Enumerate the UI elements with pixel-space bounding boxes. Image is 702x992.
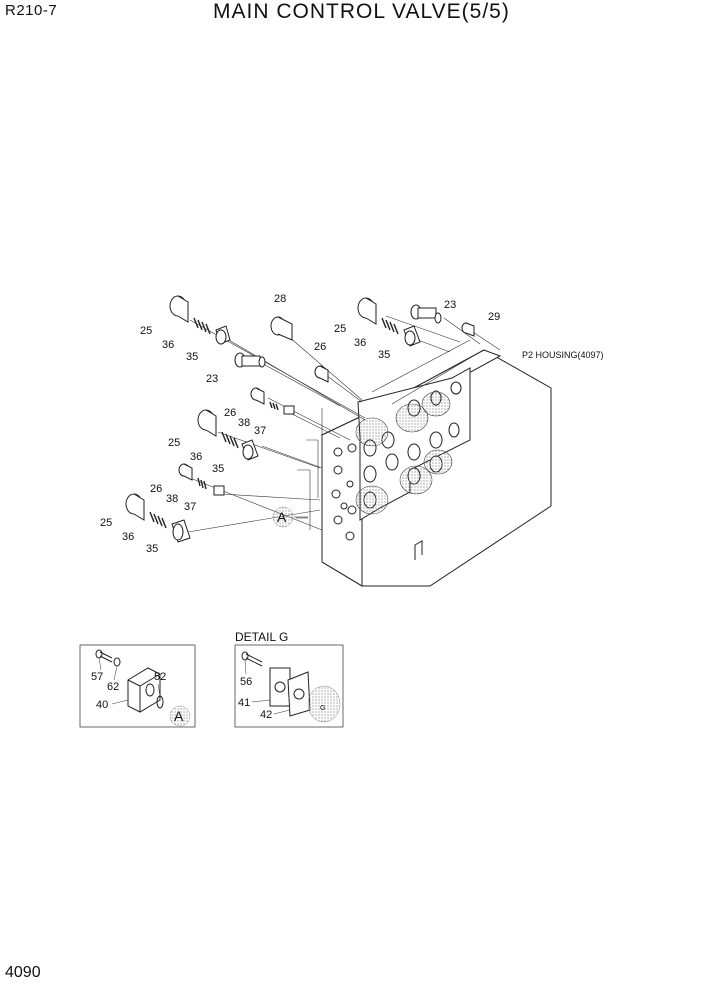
callout-52: 52 [154,671,166,683]
detail-a-letter: A [277,509,287,525]
callout-25d: 25 [100,517,112,529]
callout-labels: 28 25 36 35 23 26 23 25 36 35 29 26 38 3… [100,293,604,555]
callout-36: 36 [162,339,174,351]
housing-label: P2 HOUSING(4097) [522,350,604,360]
model-code: R210-7 [5,2,58,19]
page-title: MAIN CONTROL VALVE(5/5) [213,0,510,23]
gasket-areas [355,391,453,515]
callout-26b: 26 [224,407,236,419]
callout-38: 38 [238,417,250,429]
callout-41: 41 [238,697,250,709]
callout-42: 42 [260,709,272,721]
callout-25: 25 [140,325,152,337]
detail-g-inset: DETAIL G G 56 41 42 [234,630,344,728]
callout-38b: 38 [166,493,178,505]
callout-35b: 35 [378,349,390,361]
callout-36b: 36 [354,337,366,349]
callout-28: 28 [274,293,286,305]
callout-23b: 23 [444,299,456,311]
callout-26c: 26 [150,483,162,495]
detail-a-marker-letter: A [174,708,184,724]
callout-35d: 35 [146,543,158,555]
callout-35c: 35 [212,463,224,475]
callout-35: 35 [186,351,198,363]
callout-37b: 37 [184,501,196,513]
callout-25b: 25 [334,323,346,335]
callout-36c: 36 [190,451,202,463]
callout-26: 26 [314,341,326,353]
detail-a-marker: A [272,506,308,528]
callout-36d: 36 [122,531,134,543]
callout-62: 62 [107,681,119,693]
callout-29: 29 [488,311,500,323]
detail-a-inset: A 57 62 52 40 [79,644,196,728]
callout-56: 56 [240,676,252,688]
detail-g-title: DETAIL G [235,630,288,644]
callout-57: 57 [91,671,103,683]
exploded-parts [125,295,475,543]
leader-lines [187,315,501,533]
detail-g-marker: G [320,705,325,712]
callout-23: 23 [206,373,218,385]
page-number: 4090 [5,964,41,981]
callout-40: 40 [96,699,108,711]
callout-37: 37 [254,425,266,437]
callout-25c: 25 [168,437,180,449]
